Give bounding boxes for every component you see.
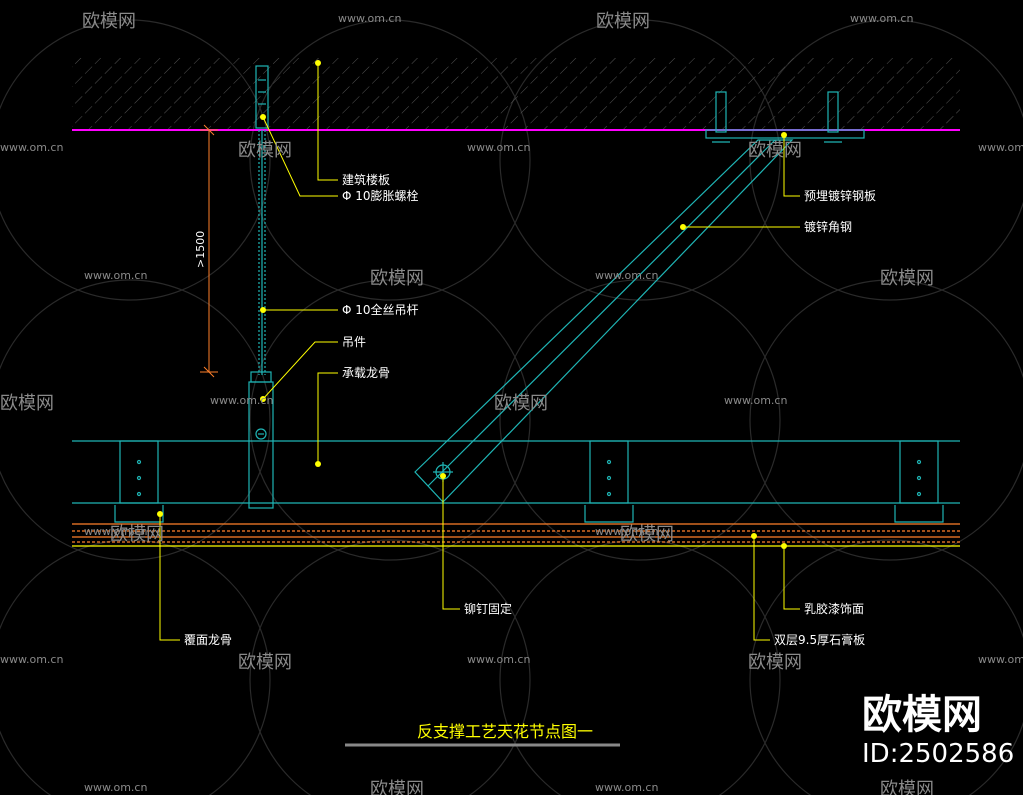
label-angle-steel: 镀锌角钢 [804, 220, 852, 234]
watermark-brand: 欧模网 [880, 779, 934, 795]
watermark-brand: 欧模网 [596, 11, 650, 32]
watermark-url: www.om.cn [467, 141, 530, 154]
watermark-url: www.om.cn [338, 12, 401, 25]
label-rivet: 铆钉固定 [464, 601, 512, 616]
watermark-brand: 欧模网 [880, 268, 934, 289]
watermark-brand: 欧模网 [238, 652, 292, 673]
watermark-url: www.om.cn [0, 653, 63, 666]
cover-keels [114, 440, 944, 523]
label-cover-keel: 覆面龙骨 [184, 633, 232, 647]
watermark-brand: 欧模网 [370, 779, 424, 795]
cover-keel-clip-3 [894, 440, 944, 523]
slab-hatch [72, 58, 960, 130]
watermark-brand: 欧模网 [748, 652, 802, 673]
label-gypsum: 双层9.5厚石膏板 [774, 632, 865, 647]
watermark-logo-large: 欧模网 [862, 692, 982, 738]
leader-lines [159, 63, 800, 641]
watermark-brand: 欧模网 [370, 268, 424, 289]
watermark-url: www.om.cn [978, 653, 1023, 666]
watermark-brand: 欧模网 [82, 11, 136, 32]
label-embedded-plate: 预埋镀锌钢板 [804, 189, 876, 203]
label-slab: 建筑楼板 [342, 172, 390, 187]
watermark-brand: 欧模网 [494, 393, 548, 414]
cover-keel-clip-1 [114, 440, 164, 523]
leader-dots [157, 60, 787, 549]
watermark-url: www.om.cn [467, 653, 530, 666]
hanger-rod-assembly [248, 65, 274, 509]
watermark-url: www.om.cn [210, 394, 273, 407]
watermark-brand: 欧模网 [620, 524, 674, 545]
watermark-brand: 欧模网 [0, 393, 54, 414]
gypsum-boards [72, 523, 960, 547]
watermark-url: www.om.cn [84, 525, 147, 538]
watermark-url: www.om.cn [724, 394, 787, 407]
watermark-url: www.om.cn [978, 141, 1023, 154]
drawing-title: 反支撑工艺天花节点图一 [417, 722, 593, 741]
watermark-url: www.om.cn [850, 12, 913, 25]
label-hanger: 吊件 [342, 335, 366, 349]
watermarks: 欧模网 www.om.cn 欧模网 www.om.cn www.om.cn 欧模… [0, 11, 1023, 795]
watermark-url: www.om.cn [84, 269, 147, 282]
label-latex-paint: 乳胶漆饰面 [804, 601, 864, 616]
embedded-plate-assembly [705, 91, 865, 143]
label-rod: Φ 10全丝吊杆 [342, 302, 419, 317]
watermark-brand: 欧模网 [110, 524, 164, 545]
watermark-url: www.om.cn [595, 781, 658, 794]
angle-steel [414, 139, 794, 503]
dimension-text: >1500 [194, 231, 207, 268]
watermark-arcs [0, 19, 1023, 795]
dimension-line [200, 124, 218, 378]
label-main-keel: 承载龙骨 [342, 366, 390, 380]
main-keel [72, 440, 960, 504]
watermark-id: ID:2502586 [862, 739, 1014, 769]
watermark-url: www.om.cn [595, 525, 658, 538]
watermark-brand: 欧模网 [238, 140, 292, 161]
watermark-brand: 欧模网 [748, 140, 802, 161]
watermark-url: www.om.cn [0, 141, 63, 154]
cover-keel-clip-2 [584, 440, 634, 523]
watermark-url: www.om.cn [84, 781, 147, 794]
label-bolt: Φ 10膨胀螺栓 [342, 188, 419, 203]
watermark-url: www.om.cn [595, 269, 658, 282]
